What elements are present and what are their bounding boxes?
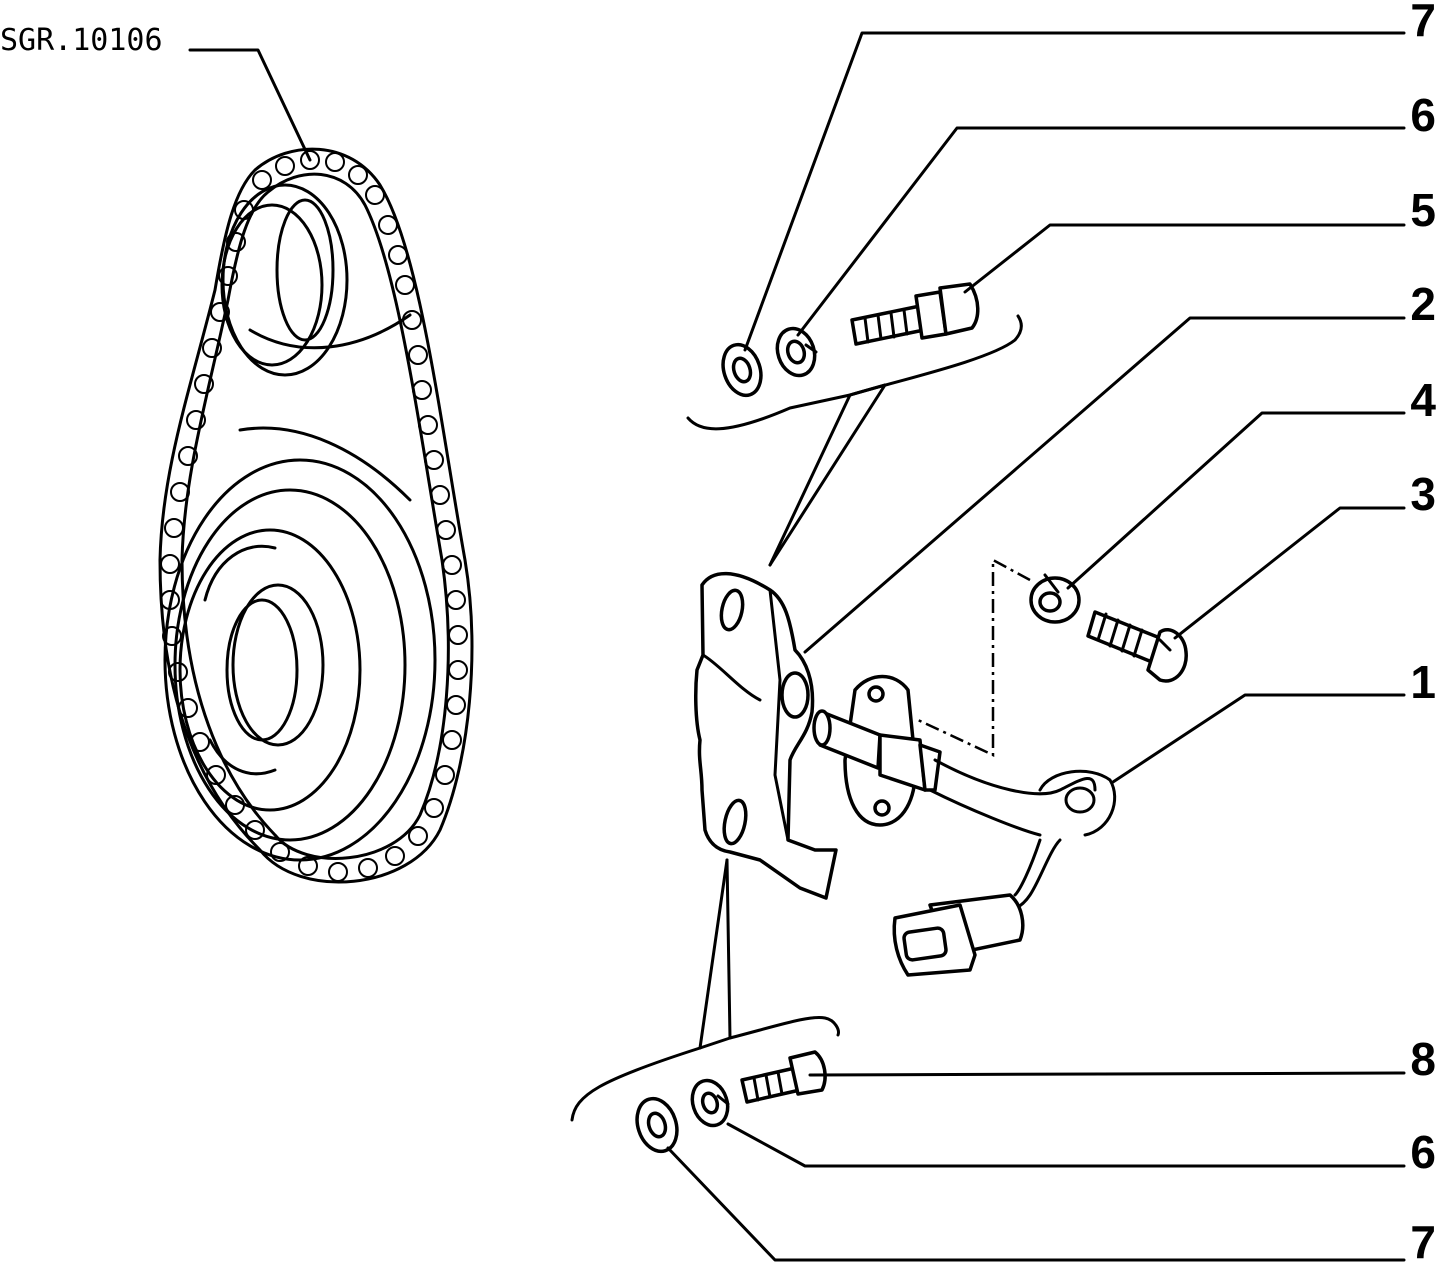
- flat-washer-top: [721, 342, 763, 398]
- hex-bolt-bottom: [740, 1050, 827, 1104]
- alignment-centerline: [917, 557, 1031, 757]
- sensor-mounting-bracket: [694, 571, 838, 900]
- drawing-reference: SGR.10106: [0, 23, 163, 58]
- callout-7-top: 7: [1410, 0, 1436, 46]
- callout-5: 5: [1410, 184, 1436, 236]
- callout-7-bottom: 7: [1410, 1216, 1436, 1263]
- flat-washer-bottom: [635, 1096, 679, 1154]
- bottom-fastener-group-bracket: [570, 1015, 840, 1122]
- collar-bolt: [850, 282, 980, 346]
- timing-chain-assembly: [158, 147, 474, 884]
- sensor-with-cable: [812, 674, 1117, 977]
- callout-6-top: 6: [1410, 89, 1436, 141]
- callout-2: 2: [1410, 278, 1436, 330]
- top-fastener-group-bracket: [686, 393, 852, 431]
- lock-washer-bottom: [690, 1078, 730, 1128]
- callout-4: 4: [1410, 374, 1436, 426]
- callout-6-bottom: 6: [1410, 1126, 1436, 1178]
- callout-1: 1: [1410, 656, 1436, 708]
- hex-bolt-right: [1086, 610, 1188, 683]
- drawing-reference-leader: [188, 48, 312, 162]
- callout-3: 3: [1410, 468, 1436, 520]
- callout-leaders: [666, 31, 1406, 1262]
- lock-washer-top: [775, 326, 818, 378]
- callout-8: 8: [1410, 1033, 1436, 1085]
- lock-washer-right: [1029, 573, 1081, 624]
